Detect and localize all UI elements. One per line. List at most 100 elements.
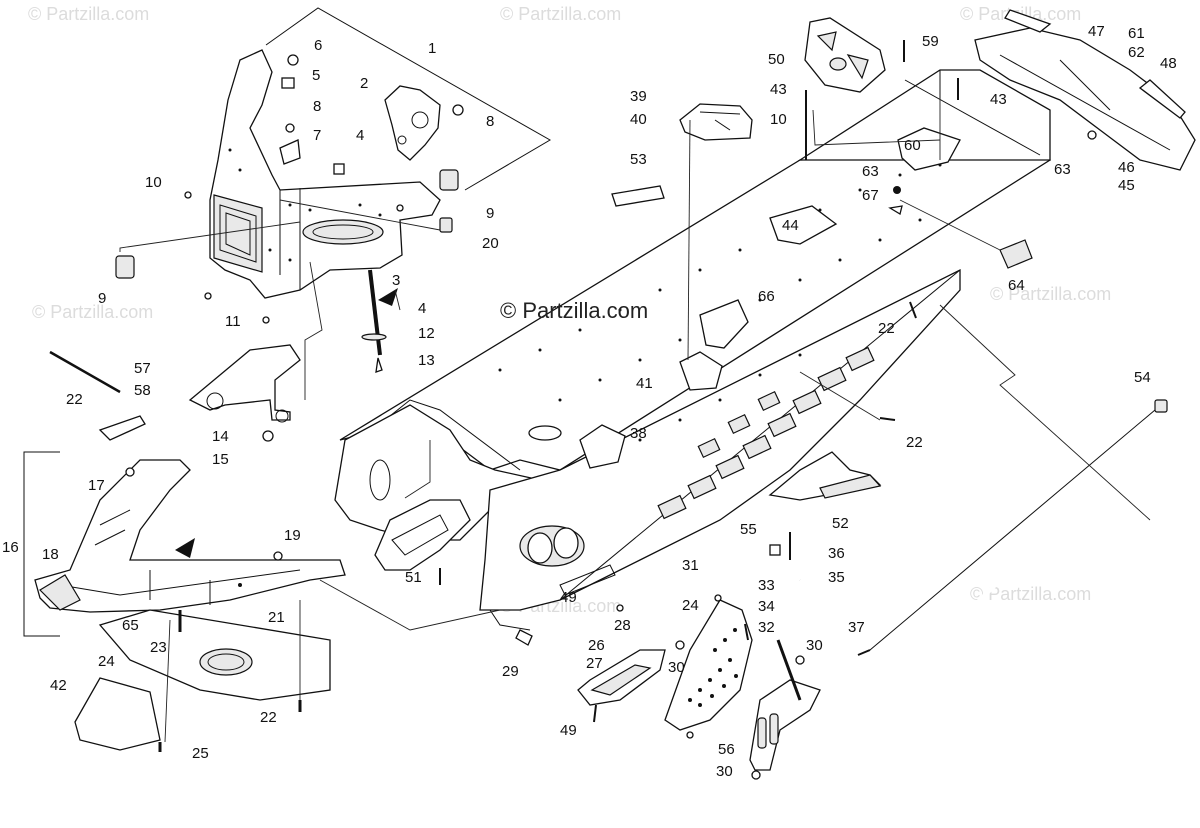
callout-24: 24 xyxy=(98,653,115,670)
callout-63: 63 xyxy=(862,163,879,180)
rear-bumper-bracket xyxy=(804,17,886,93)
reinforcement-plate xyxy=(897,127,961,171)
watermark-layer: © Partzilla.com © Partzilla.com © Partzi… xyxy=(28,4,1111,616)
callout-4: 4 xyxy=(418,300,426,317)
callout-22: 22 xyxy=(906,434,923,451)
callout-38: 38 xyxy=(630,425,647,442)
watermark: © Partzilla.com xyxy=(970,584,1091,604)
steering-support xyxy=(188,344,301,421)
callout-49: 49 xyxy=(560,722,577,739)
nut xyxy=(262,430,274,442)
tunnel-cutout xyxy=(528,425,562,441)
callout-19: 19 xyxy=(284,527,301,544)
callout-34: 34 xyxy=(758,598,775,615)
callout-9: 9 xyxy=(98,290,106,307)
callout-31: 31 xyxy=(682,557,699,574)
callout-53: 53 xyxy=(630,151,647,168)
callout-2: 2 xyxy=(360,75,368,92)
bushing xyxy=(439,169,459,191)
heat-exchanger-mount xyxy=(679,103,753,141)
callout-58: 58 xyxy=(134,382,151,399)
callout-43: 43 xyxy=(990,91,1007,108)
plug xyxy=(888,205,903,216)
callout-8: 8 xyxy=(313,98,321,115)
callout-49: 49 xyxy=(560,589,577,606)
running-board-tube xyxy=(799,409,1161,729)
callout-30: 30 xyxy=(806,637,823,654)
callout-22: 22 xyxy=(878,320,895,337)
callout-18: 18 xyxy=(42,546,59,563)
callout-66: 66 xyxy=(758,288,775,305)
clip xyxy=(439,217,453,233)
callout-35: 35 xyxy=(828,569,845,586)
callout-54: 54 xyxy=(1134,369,1151,386)
callout-17: 17 xyxy=(88,477,105,494)
foot-plate-holes xyxy=(688,628,738,707)
callout-48: 48 xyxy=(1160,55,1177,72)
callout-13: 13 xyxy=(418,352,435,369)
brand-watermark: © Partzilla.com xyxy=(500,298,648,323)
callout-40: 40 xyxy=(630,111,647,128)
bracket xyxy=(98,415,146,441)
callout-41: 41 xyxy=(636,375,653,392)
group-bracket xyxy=(265,7,551,191)
bolt xyxy=(375,357,383,373)
callout-51: 51 xyxy=(405,569,422,586)
callout-4: 4 xyxy=(356,127,364,144)
callout-22: 22 xyxy=(260,709,277,726)
callout-64: 64 xyxy=(1008,277,1025,294)
nut xyxy=(893,186,901,194)
callout-24: 24 xyxy=(682,597,699,614)
watermark: © Partzilla.com xyxy=(990,284,1111,304)
callout-45: 45 xyxy=(1118,177,1135,194)
nut xyxy=(452,104,464,116)
callout-28: 28 xyxy=(614,617,631,634)
callout-55: 55 xyxy=(740,521,757,538)
callout-63: 63 xyxy=(1054,161,1071,178)
belly-pan xyxy=(74,677,161,751)
front-frame xyxy=(34,459,346,613)
plate xyxy=(279,139,301,165)
callout-56: 56 xyxy=(718,741,735,758)
flap-clip xyxy=(1004,9,1052,33)
tunnel-rear-edge xyxy=(904,70,1041,156)
watermark: © Partzilla.com xyxy=(32,302,153,322)
callout-25: 25 xyxy=(192,745,209,762)
callout-10: 10 xyxy=(770,111,787,128)
bushing xyxy=(115,255,135,279)
callout-39: 39 xyxy=(630,88,647,105)
clip xyxy=(333,163,345,175)
callout-52: 52 xyxy=(832,515,849,532)
arrow-marker xyxy=(175,538,195,558)
callout-62: 62 xyxy=(1128,44,1145,61)
arrow-marker xyxy=(378,288,398,306)
tube-rod xyxy=(869,409,1156,651)
washer xyxy=(361,333,387,341)
callout-23: 23 xyxy=(150,639,167,656)
nut xyxy=(287,54,299,66)
reinforcement-plate xyxy=(699,299,749,349)
chaincase-cover xyxy=(374,499,471,571)
callout-5: 5 xyxy=(312,67,320,84)
decal xyxy=(611,185,665,207)
callout-6: 6 xyxy=(314,37,322,54)
callout-29: 29 xyxy=(502,663,519,680)
reinforcement-plate xyxy=(679,351,723,391)
callout-3: 3 xyxy=(392,272,400,289)
callout-14: 14 xyxy=(212,428,229,445)
callout-9: 9 xyxy=(486,205,494,222)
clip xyxy=(281,77,295,89)
front-bulkhead xyxy=(209,49,441,299)
callout-10: 10 xyxy=(145,174,162,191)
steering-post xyxy=(368,269,382,356)
callout-67: 67 xyxy=(862,187,879,204)
callout-33: 33 xyxy=(758,577,775,594)
step-post xyxy=(776,639,802,701)
callout-59: 59 xyxy=(922,33,939,50)
callout-11: 11 xyxy=(225,313,241,330)
cable-strap xyxy=(49,350,121,394)
tunnel-rear xyxy=(797,69,1051,161)
callout-36: 36 xyxy=(828,545,845,562)
